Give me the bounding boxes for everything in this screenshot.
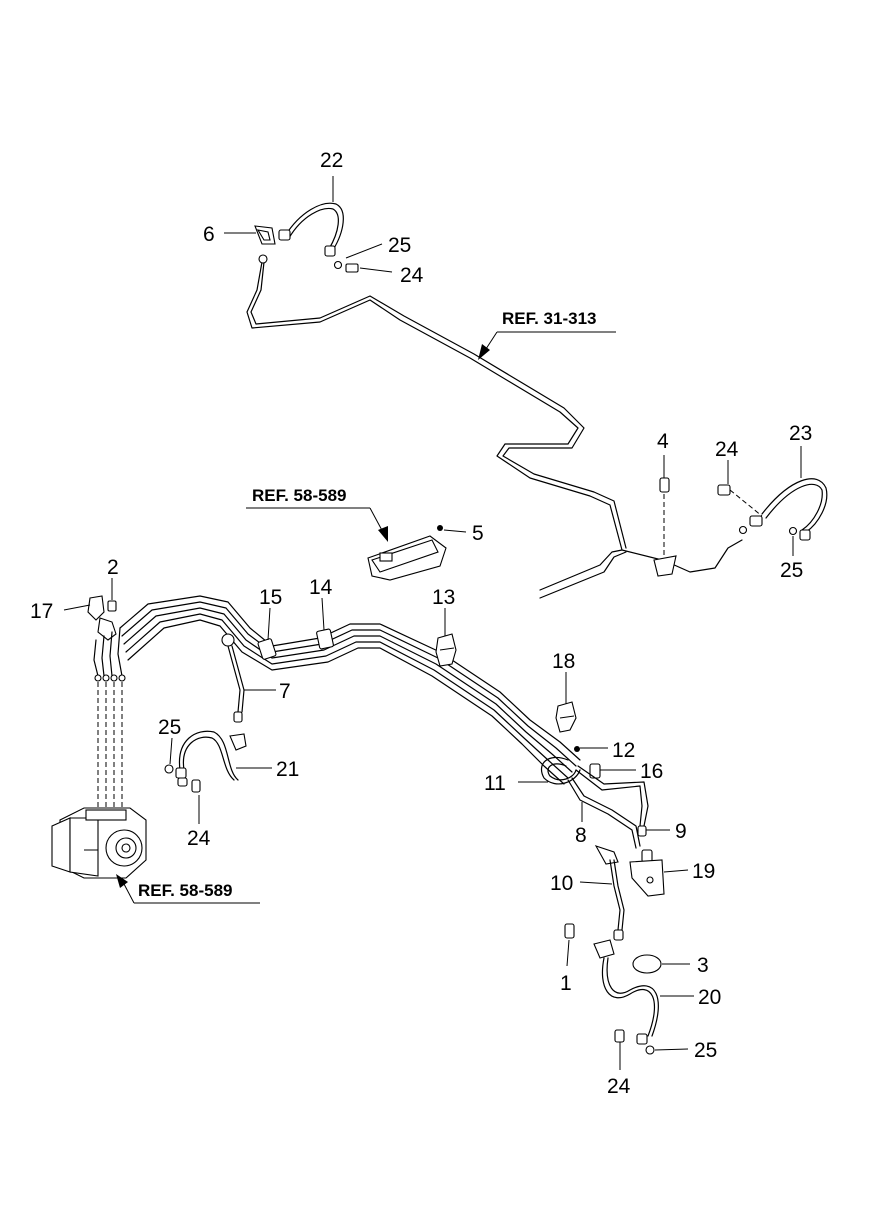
callout-24: 24 bbox=[607, 1075, 631, 1098]
callout-18: 18 bbox=[552, 650, 575, 673]
brake-pipe-part-8 bbox=[567, 777, 641, 849]
bracket-part-19 bbox=[629, 849, 665, 897]
callout-24: 24 bbox=[400, 264, 424, 287]
clip-part-18 bbox=[555, 701, 577, 733]
clip-part-14 bbox=[316, 628, 334, 650]
callout-15: 15 bbox=[259, 586, 282, 609]
callout-20: 20 bbox=[698, 986, 721, 1009]
reference-pointers bbox=[116, 331, 616, 904]
abs-hydraulic-unit bbox=[51, 807, 147, 879]
callout-4: 4 bbox=[657, 430, 669, 453]
bolt-part-4 bbox=[653, 477, 677, 577]
reference-label: REF. 31-313 bbox=[502, 309, 597, 328]
callout-9: 9 bbox=[675, 820, 687, 843]
main-brake-line-bundle bbox=[119, 595, 581, 785]
brake-pipe-part-10 bbox=[594, 845, 625, 941]
reference-label: REF. 58-589 bbox=[252, 486, 347, 505]
brake-hose-part-21 bbox=[175, 730, 247, 787]
brake-hose-part-23 bbox=[717, 478, 828, 541]
bolt-part-1 bbox=[564, 923, 575, 939]
callout-21: 21 bbox=[276, 758, 299, 781]
callout-17: 17 bbox=[30, 600, 53, 623]
callout-25: 25 bbox=[694, 1039, 717, 1062]
callout-2: 2 bbox=[107, 556, 119, 579]
callout-22: 22 bbox=[320, 149, 343, 172]
callout-8: 8 bbox=[575, 824, 587, 847]
clip-part-15 bbox=[257, 638, 277, 660]
abs-connection-lines bbox=[93, 627, 126, 812]
module-part-5 bbox=[367, 525, 447, 581]
callout-5: 5 bbox=[472, 522, 484, 545]
callout-23: 23 bbox=[789, 422, 812, 445]
callout-24: 24 bbox=[187, 827, 211, 850]
callout-25: 25 bbox=[158, 716, 181, 739]
callout-19: 19 bbox=[692, 860, 715, 883]
bolt-part-2 bbox=[107, 600, 117, 612]
brake-pipe-part-7 bbox=[221, 633, 245, 723]
callout-3: 3 bbox=[697, 954, 709, 977]
callout-1: 1 bbox=[560, 972, 572, 995]
callout-11: 11 bbox=[484, 772, 506, 795]
callout-25: 25 bbox=[388, 234, 411, 257]
callout-16: 16 bbox=[640, 760, 663, 783]
washer-part-25-left bbox=[164, 764, 174, 774]
gasket-part-3 bbox=[632, 954, 662, 974]
clip-part-13 bbox=[435, 633, 457, 667]
reference-label: REF. 58-589 bbox=[138, 881, 233, 900]
callout-6: 6 bbox=[203, 223, 215, 246]
callout-24: 24 bbox=[715, 438, 739, 461]
callout-13: 13 bbox=[432, 586, 455, 609]
brake-hose-part-20 bbox=[593, 939, 659, 1055]
leader-lines bbox=[63, 176, 802, 1070]
brake-hose-part-22 bbox=[278, 202, 359, 273]
nut-part-12 bbox=[574, 746, 580, 752]
rear-brake-line bbox=[246, 254, 743, 599]
bolt-part-24-left bbox=[191, 779, 201, 793]
callout-7: 7 bbox=[279, 680, 291, 703]
brake-pipe-part-9 bbox=[575, 765, 649, 837]
callout-14: 14 bbox=[309, 576, 333, 599]
callout-12: 12 bbox=[612, 739, 635, 762]
callout-25: 25 bbox=[780, 559, 803, 582]
callout-10: 10 bbox=[550, 872, 573, 895]
clip-part-6 bbox=[254, 225, 276, 245]
